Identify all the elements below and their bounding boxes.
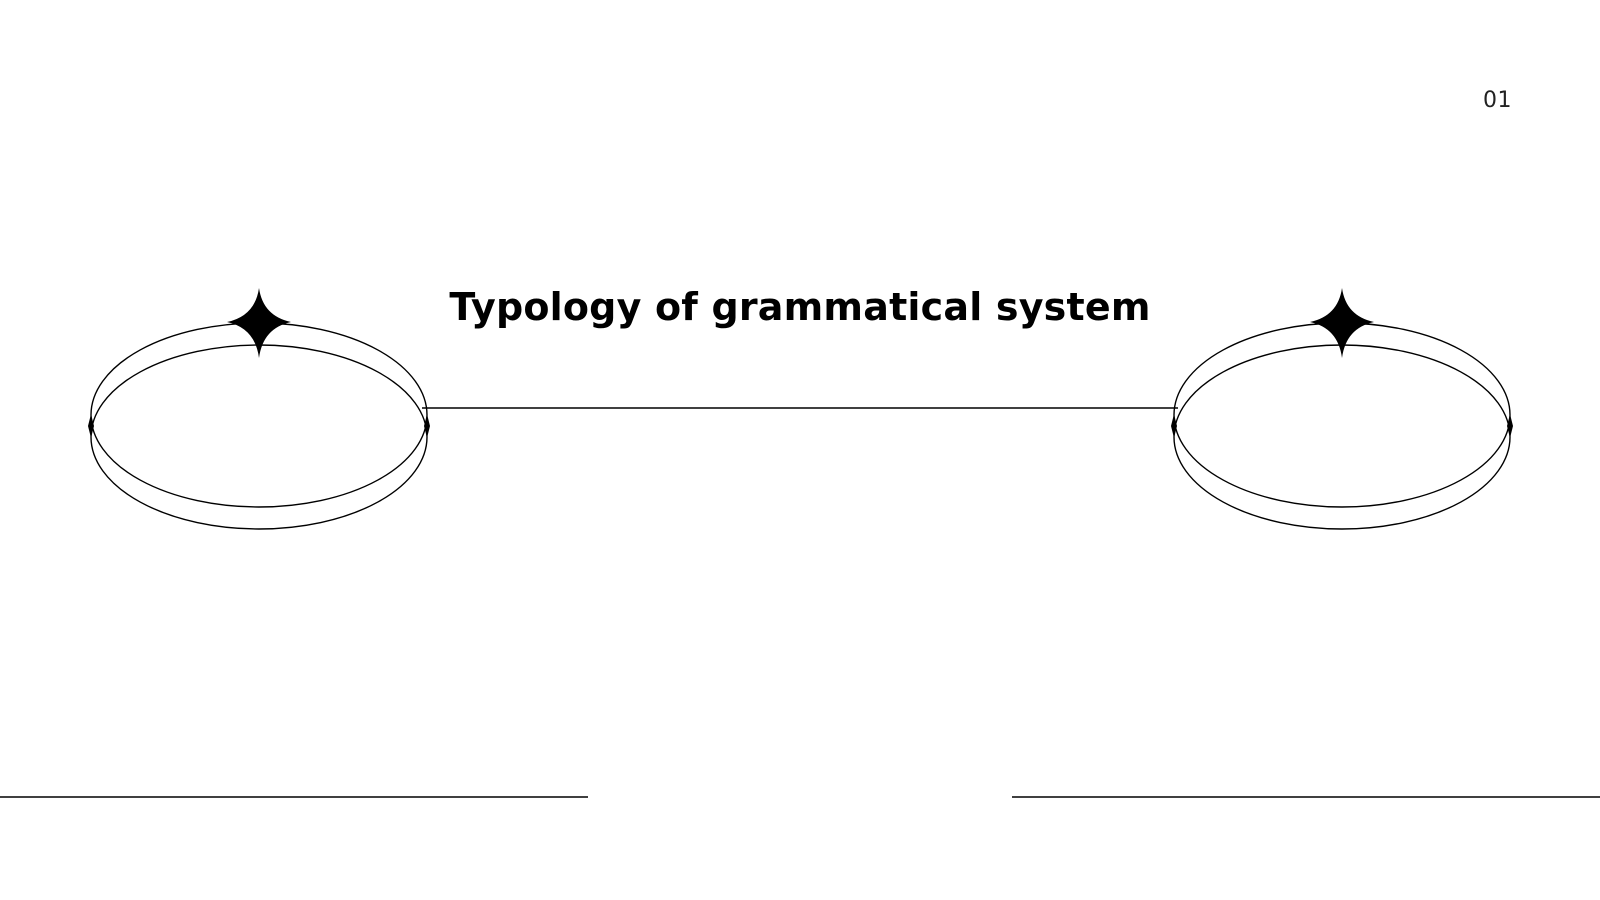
right-sparkle-icon <box>1310 288 1374 358</box>
right-ring-icon <box>1171 322 1513 530</box>
left-sparkle-icon <box>227 288 291 358</box>
slide-title: Typology of grammatical system <box>449 285 1151 329</box>
page-number: 01 <box>1483 88 1512 113</box>
